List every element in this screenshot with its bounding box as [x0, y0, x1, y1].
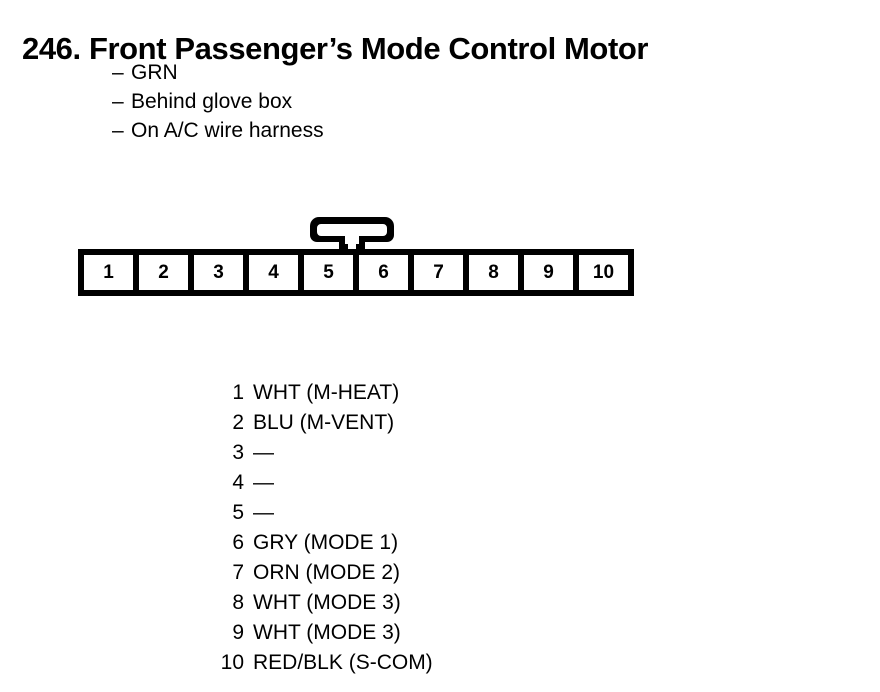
list-item: – Behind glove box [112, 87, 324, 116]
list-item: – GRN [112, 58, 324, 87]
pin-description: WHT (MODE 3) [253, 591, 401, 614]
pin-number: 7 [232, 561, 244, 584]
page-title: 246. Front Passenger’s Mode Control Moto… [22, 30, 649, 66]
pin-number: 5 [232, 501, 244, 524]
list-item: 1 WHT (M-HEAT) [180, 381, 433, 411]
pin-number: 4 [232, 471, 244, 494]
pin-cell-4[interactable]: 4 [249, 255, 298, 290]
pin-number: 3 [232, 441, 244, 464]
pin-cell-6[interactable]: 6 [359, 255, 408, 290]
list-item: 8 WHT (MODE 3) [180, 591, 433, 621]
list-item: 6 GRY (MODE 1) [180, 531, 433, 561]
pin-number: 2 [232, 411, 244, 434]
connector-body: 1 2 3 4 5 6 7 8 9 10 [78, 249, 634, 296]
pin-description: — [253, 501, 274, 524]
pin-description: WHT (M-HEAT) [253, 381, 400, 404]
pin-cell-3[interactable]: 3 [194, 255, 243, 290]
note-text: Behind glove box [131, 90, 293, 113]
list-item: – On A/C wire harness [112, 116, 324, 145]
pin-description: BLU (M-VENT) [253, 411, 395, 434]
pin-number: 1 [232, 381, 244, 404]
list-item: 3 — [180, 441, 433, 471]
pin-cell-10[interactable]: 10 [579, 255, 628, 290]
pin-number: 9 [232, 621, 244, 644]
connector-diagram: 1 2 3 4 5 6 7 8 9 10 [78, 214, 638, 296]
list-item: 10 RED/BLK (S-COM) [180, 651, 433, 681]
list-item: 4 — [180, 471, 433, 501]
pin-cell-8[interactable]: 8 [469, 255, 518, 290]
list-item: 2 BLU (M-VENT) [180, 411, 433, 441]
pin-number: 10 [220, 651, 244, 674]
pin-cell-2[interactable]: 2 [139, 255, 188, 290]
pin-cell-5[interactable]: 5 [304, 255, 353, 290]
list-item: 5 — [180, 501, 433, 531]
note-text: On A/C wire harness [131, 119, 324, 142]
list-item: 9 WHT (MODE 3) [180, 621, 433, 651]
pin-description: GRY (MODE 1) [253, 531, 399, 554]
dash-icon: – [112, 90, 124, 113]
list-item: 7 ORN (MODE 2) [180, 561, 433, 591]
note-list: – GRN – Behind glove box – On A/C wire h… [112, 58, 324, 145]
connector-latch-icon [309, 214, 395, 251]
pin-number: 6 [232, 531, 244, 554]
pin-description: — [253, 471, 274, 494]
pin-description: RED/BLK (S-COM) [253, 651, 433, 674]
pin-cell-1[interactable]: 1 [84, 255, 133, 290]
pin-number: 8 [232, 591, 244, 614]
pin-cell-7[interactable]: 7 [414, 255, 463, 290]
dash-icon: – [112, 61, 124, 84]
pin-legend: 1 WHT (M-HEAT) 2 BLU (M-VENT) 3 — 4 — 5 … [180, 381, 433, 681]
pin-description: WHT (MODE 3) [253, 621, 401, 644]
pin-cell-9[interactable]: 9 [524, 255, 573, 290]
note-text: GRN [131, 61, 178, 84]
pin-description: — [253, 441, 274, 464]
pin-description: ORN (MODE 2) [253, 561, 400, 584]
dash-icon: – [112, 119, 124, 142]
